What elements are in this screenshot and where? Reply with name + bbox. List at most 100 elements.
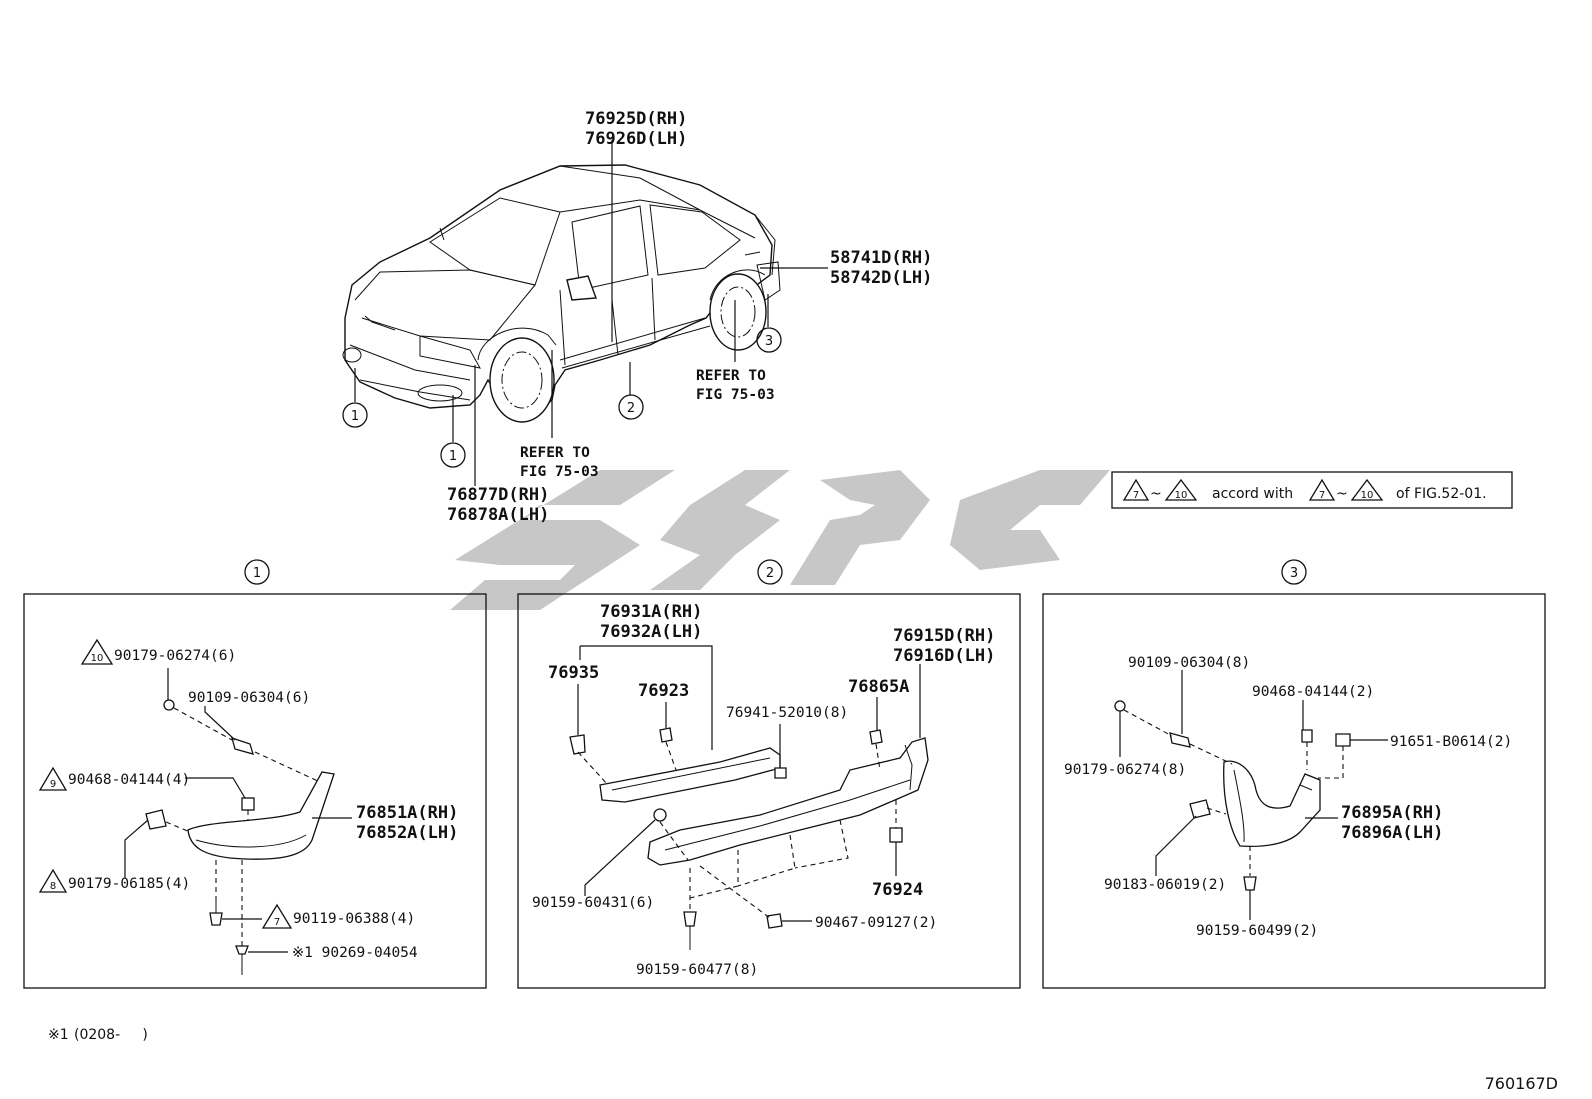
- tri-mark-7: 7: [261, 903, 293, 929]
- bolt-part-90109-06304-s3[interactable]: [1169, 732, 1191, 748]
- part-76941-52010: 76941-52010(8): [726, 705, 848, 721]
- part-58741D: 58741D(RH): [830, 248, 932, 268]
- part-90159-60499: 90159-60499(2): [1196, 923, 1318, 939]
- svg-text:10: 10: [1175, 490, 1188, 501]
- refer-note-rear-line1: REFER TO: [696, 368, 766, 384]
- clip-part-76935[interactable]: [569, 734, 586, 755]
- overview-labels: 76925D(RH) 76926D(LH) 58741D(RH) 58742D(…: [447, 109, 932, 525]
- svg-text:10: 10: [1361, 490, 1374, 501]
- part-90109-06304-s3: 90109-06304(8): [1128, 655, 1250, 671]
- rocker-bracket-part[interactable]: [599, 747, 781, 803]
- bolt-part-90109-06304[interactable]: [231, 736, 254, 755]
- svg-text:1: 1: [351, 409, 359, 424]
- part-90183-06019: 90183-06019(2): [1104, 877, 1226, 893]
- svg-text:7: 7: [1319, 490, 1325, 501]
- section-1-panel: 10 90179-06274(6) 90109-06304(6) 9 90468…: [23, 593, 487, 989]
- part-76896A: 76896A(LH): [1341, 823, 1443, 843]
- tri-mark-8: 8: [38, 868, 68, 893]
- screw-part-90467-09127[interactable]: [766, 913, 783, 929]
- refer-note-front-line2: FIG 75-03: [520, 464, 599, 480]
- part-76865A: 76865A: [848, 677, 909, 697]
- part-90179-06185-s1: 90179-06185(4): [68, 876, 190, 892]
- clip-part-90179-06274-s3[interactable]: [1114, 700, 1126, 712]
- part-90467-09127: 90467-09127(2): [815, 915, 937, 931]
- section-title-1: 1: [244, 559, 270, 585]
- part-90109-06304-s1: 90109-06304(6): [188, 690, 310, 706]
- callout-circle-3[interactable]: 3: [756, 327, 782, 353]
- section-3-panel: 90109-06304(8) 90468-04144(2) 91651-B061…: [1042, 593, 1546, 989]
- screw-part-90119-06388[interactable]: [209, 900, 223, 926]
- part-90468-04144-s3: 90468-04144(2): [1252, 684, 1374, 700]
- nut-part-90468-04144[interactable]: [241, 797, 255, 811]
- part-90468-04144-s1: 90468-04144(4): [68, 772, 190, 788]
- watermark-logo: [450, 470, 1110, 610]
- overview-callouts: 1 1 2 3: [342, 327, 782, 468]
- clip-part-90183-06019[interactable]: [1189, 799, 1211, 819]
- clip-part-76923[interactable]: [659, 727, 673, 743]
- part-90159-60477: 90159-60477(8): [636, 962, 758, 978]
- footnote-text: (0208- ): [74, 1027, 148, 1043]
- svg-text:3: 3: [1290, 566, 1298, 581]
- screw-part-76941-52010[interactable]: [774, 767, 787, 779]
- legend-triangle-to: 10: [1164, 478, 1198, 501]
- svg-text:10: 10: [91, 653, 104, 664]
- part-90119-06388-s1: 90119-06388(4): [293, 911, 415, 927]
- legend-triangle-from-2: 7: [1308, 478, 1336, 501]
- svg-text:9: 9: [50, 779, 56, 790]
- callout-circle-1-front[interactable]: 1: [440, 442, 466, 468]
- callout-circle-1-left[interactable]: 1: [342, 402, 368, 428]
- part-76923: 76923: [638, 681, 689, 701]
- clip-part-76865A[interactable]: [869, 729, 883, 745]
- part-76915D: 76915D(RH): [893, 626, 995, 646]
- front-spoiler-part[interactable]: [187, 771, 335, 860]
- part-76926D: 76926D(LH): [585, 129, 687, 149]
- refer-note-front-line1: REFER TO: [520, 445, 590, 461]
- svg-text:2: 2: [766, 566, 774, 581]
- svg-text:2: 2: [627, 401, 635, 416]
- footnote-mark: ※1: [48, 1027, 69, 1043]
- nut-part-90159-60431[interactable]: [653, 808, 667, 822]
- svg-text:8: 8: [50, 881, 56, 892]
- clip-part-90179-06185[interactable]: [145, 809, 167, 830]
- screw-part-90159-60499[interactable]: [1243, 876, 1257, 891]
- callout-circle-2[interactable]: 2: [618, 394, 644, 420]
- part-90179-06274-s1: 90179-06274(6): [114, 648, 236, 664]
- part-76935: 76935: [548, 663, 599, 683]
- tri-mark-9: 9: [38, 766, 68, 791]
- part-76932A: 76932A(LH): [600, 622, 702, 642]
- screw-part-90159-60477[interactable]: [683, 911, 697, 950]
- bolt-part-91651-B0614[interactable]: [1335, 733, 1351, 747]
- svg-text:1: 1: [449, 449, 457, 464]
- nut-part-90468-04144-s3[interactable]: [1301, 729, 1313, 743]
- tri-mark-10: 10: [80, 638, 114, 665]
- screw-part-90269-04054[interactable]: [235, 945, 249, 975]
- legend-tilde-2: ~: [1336, 486, 1348, 502]
- rear-mud-guard-part[interactable]: [1223, 760, 1321, 848]
- part-76877D: 76877D(RH): [447, 485, 549, 505]
- legend-tilde: ~: [1150, 486, 1162, 502]
- legend-triangle-to-2: 10: [1350, 478, 1384, 501]
- section-title-2: 2: [757, 559, 783, 585]
- part-76878A: 76878A(LH): [447, 505, 549, 525]
- section-titles: 1 2 3: [244, 559, 1307, 585]
- legend-box: 7 ~ 10 accord with 7 ~ 10 of FIG.52-01.: [1111, 471, 1513, 509]
- clip-part-90179-06274[interactable]: [163, 699, 175, 711]
- legend-of-fig: of FIG.52-01.: [1396, 486, 1487, 502]
- figure-code: 760167D: [1485, 1074, 1558, 1093]
- svg-text:7: 7: [274, 917, 280, 928]
- part-76925D: 76925D(RH): [585, 109, 687, 129]
- rocker-molding-part[interactable]: [647, 737, 929, 866]
- section-title-3: 3: [1281, 559, 1307, 585]
- svg-text:3: 3: [765, 334, 773, 349]
- part-91651-B0614: 91651-B0614(2): [1390, 734, 1512, 750]
- legend-triangle-from: 7: [1122, 478, 1150, 501]
- footnote: ※1 (0208- ): [48, 1027, 148, 1043]
- part-90159-60431: 90159-60431(6): [532, 895, 654, 911]
- clip-part-76924[interactable]: [889, 827, 903, 843]
- svg-text:1: 1: [253, 566, 261, 581]
- refer-note-rear-line2: FIG 75-03: [696, 387, 775, 403]
- section-2-panel: 76931A(RH) 76932A(LH) 76935 76923 76941-…: [517, 593, 1021, 989]
- legend-accord-with: accord with: [1212, 486, 1293, 502]
- part-90269-04054-s1: ※1 90269-04054: [292, 945, 418, 961]
